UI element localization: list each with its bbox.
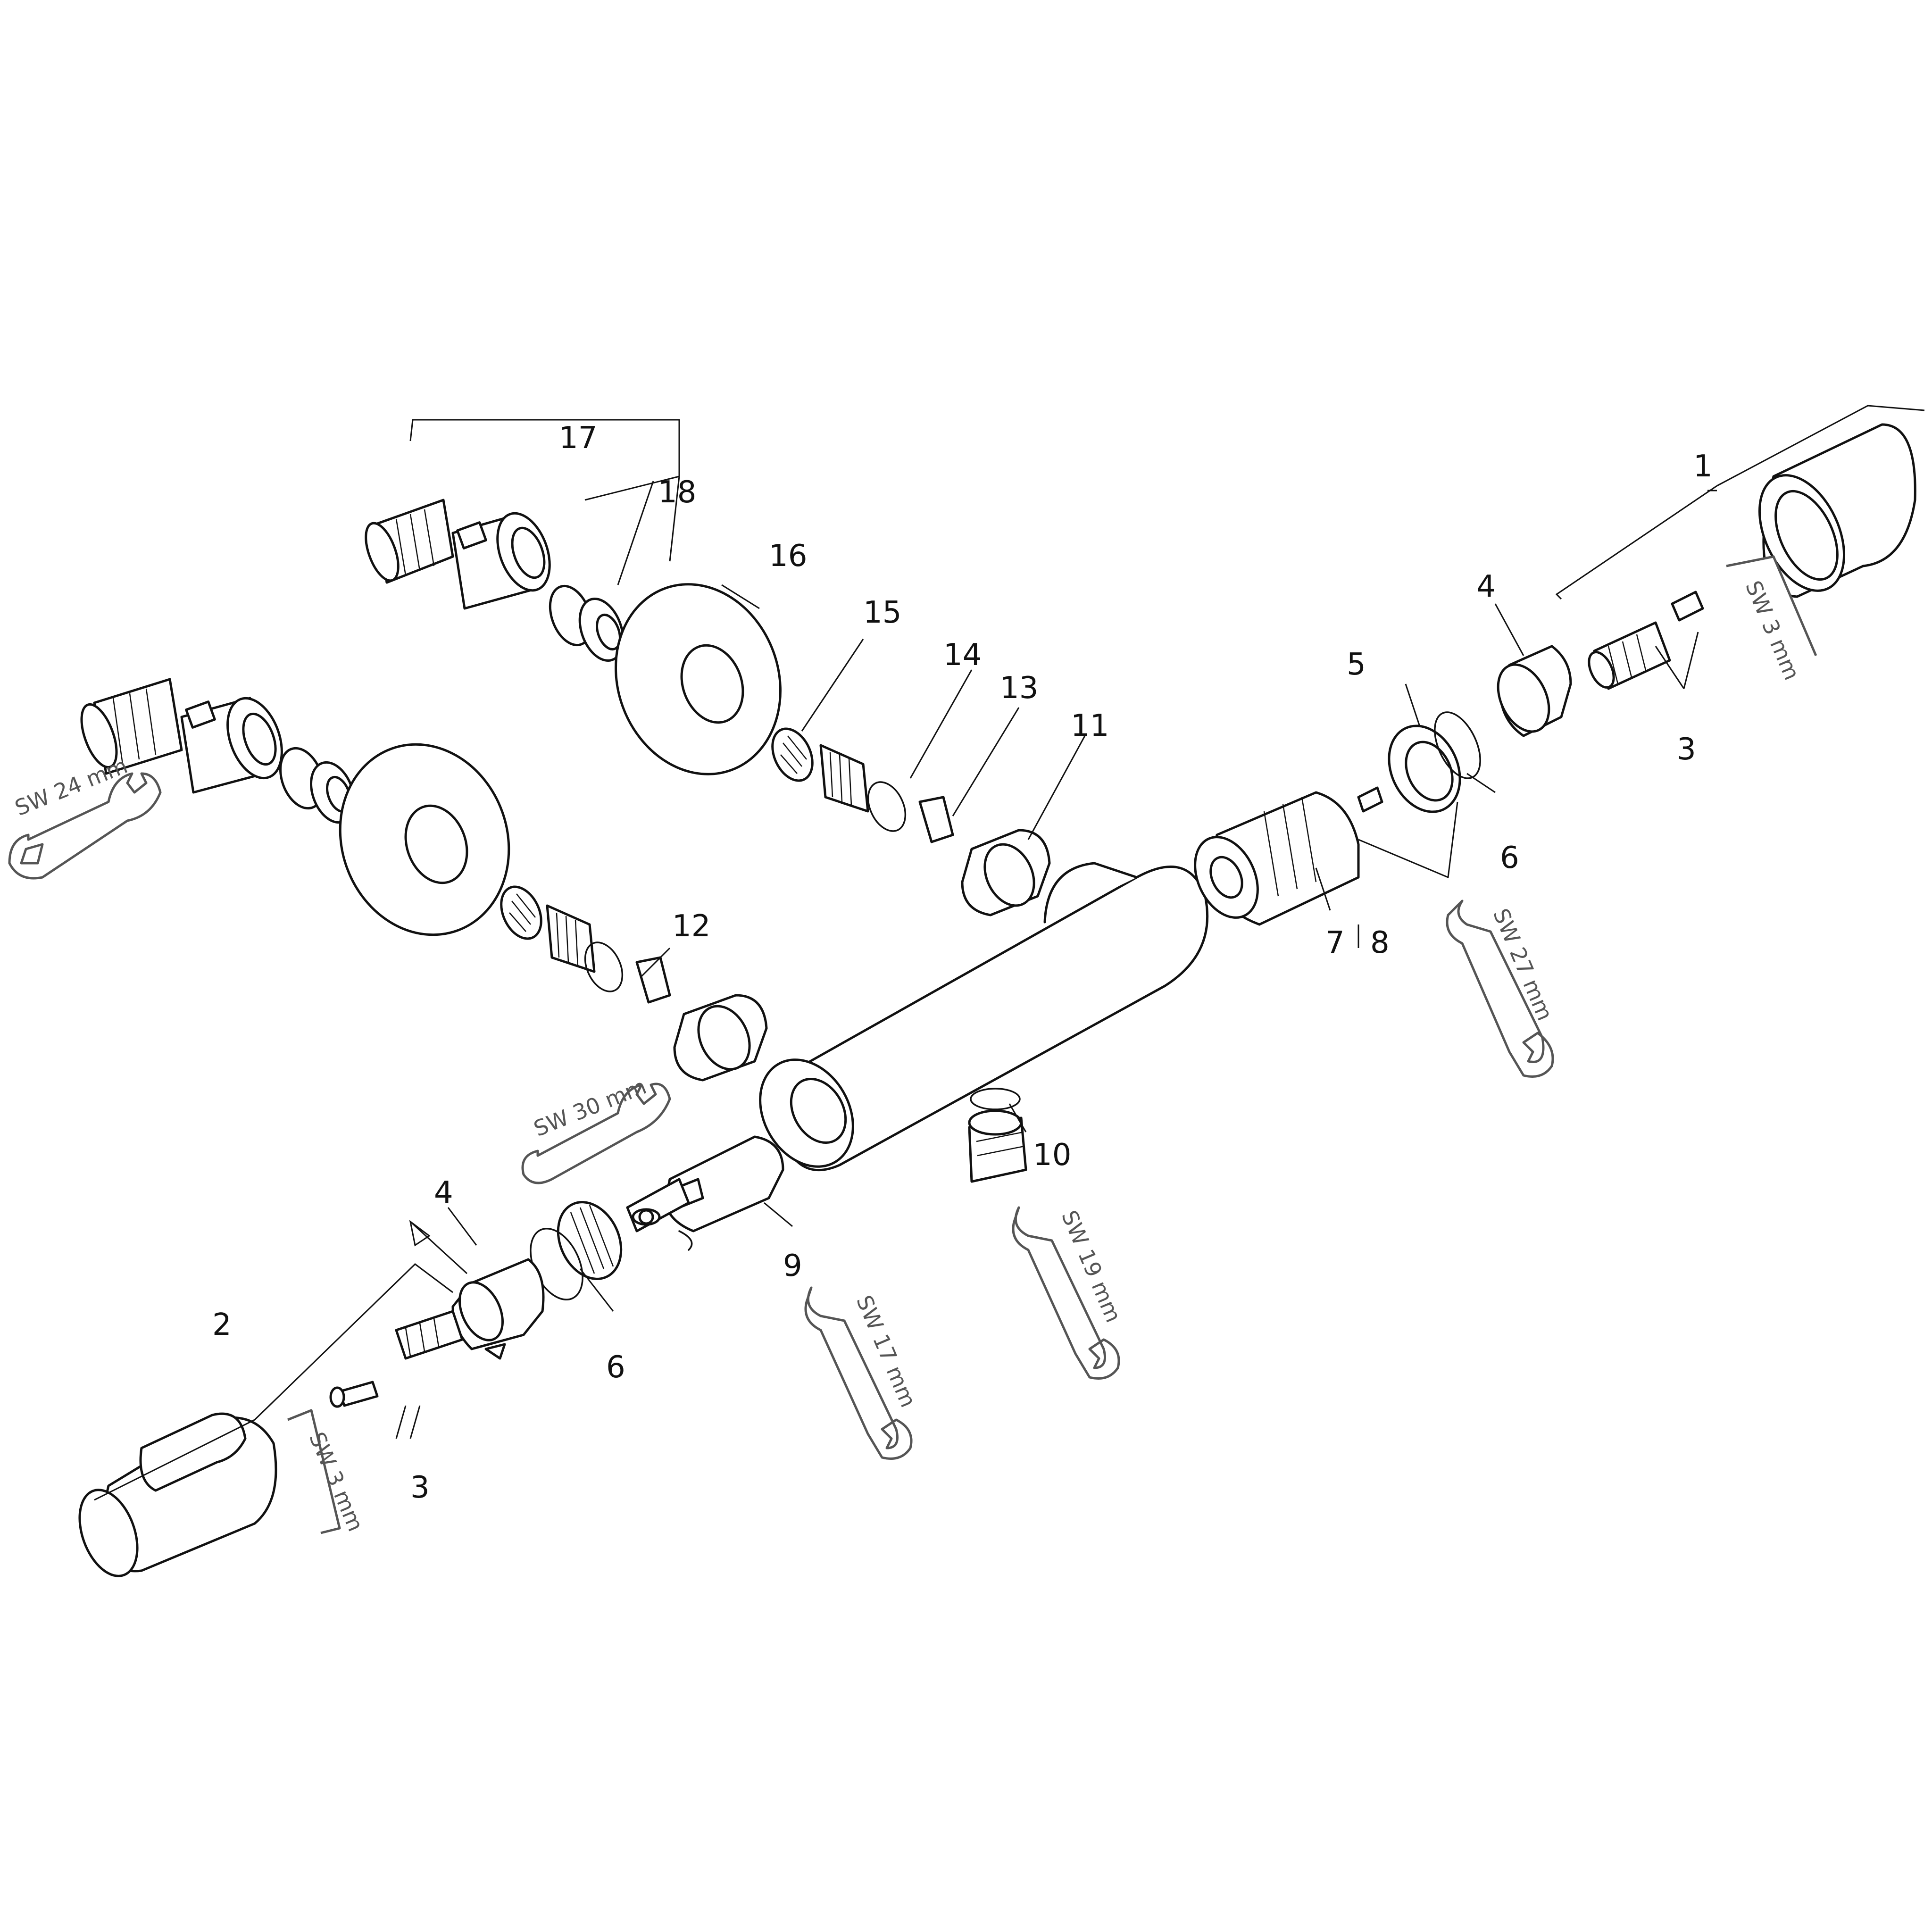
wrench-sw24-icon <box>8 772 162 880</box>
wrench-sw30-icon <box>521 1083 671 1184</box>
callout-4-top: 4 <box>1476 569 1496 604</box>
upper-supply-assembly <box>365 499 782 775</box>
callout-6-bottom: 6 <box>606 1350 625 1385</box>
callout-7: 7 <box>1325 925 1345 960</box>
right-cartridge-assembly <box>1194 423 1916 926</box>
wrench-sw19-icon <box>1012 1206 1120 1380</box>
outlet-assembly <box>968 1088 1027 1183</box>
hex-key-sw3-bottom-icon <box>287 1409 341 1534</box>
callout-4-bottom: 4 <box>434 1175 453 1210</box>
lower-handle-assembly <box>78 1135 784 1577</box>
wrench-sw17-icon <box>804 1286 913 1460</box>
callout-12: 12 <box>672 909 710 944</box>
hex-key-sw3-top-icon <box>1726 555 1817 656</box>
callout-15: 15 <box>863 595 901 630</box>
callout-8: 8 <box>1370 925 1390 960</box>
lower-supply-assembly <box>80 678 510 936</box>
valve-body <box>759 862 1209 1172</box>
upper-flow-parts <box>771 727 1051 916</box>
callout-1: 1 <box>1693 449 1713 484</box>
callout-13: 13 <box>1000 671 1038 706</box>
tools <box>8 555 1817 1534</box>
callout-2: 2 <box>212 1307 232 1342</box>
leader-lines <box>94 405 1925 1501</box>
callout-10: 10 <box>1033 1138 1071 1173</box>
callout-5: 5 <box>1347 647 1366 682</box>
callout-3-bottom: 3 <box>410 1470 430 1505</box>
callout-11: 11 <box>1071 708 1109 743</box>
callout-9: 9 <box>783 1249 802 1283</box>
callout-16: 16 <box>769 539 807 574</box>
callout-6-top: 6 <box>1500 841 1519 875</box>
callout-14: 14 <box>943 638 982 673</box>
wrench-sw27-icon <box>1446 899 1554 1078</box>
callout-17: 17 <box>559 421 597 456</box>
callout-3-top: 3 <box>1677 732 1696 767</box>
callout-18: 18 <box>658 475 696 510</box>
lower-flow-parts <box>500 885 768 1082</box>
